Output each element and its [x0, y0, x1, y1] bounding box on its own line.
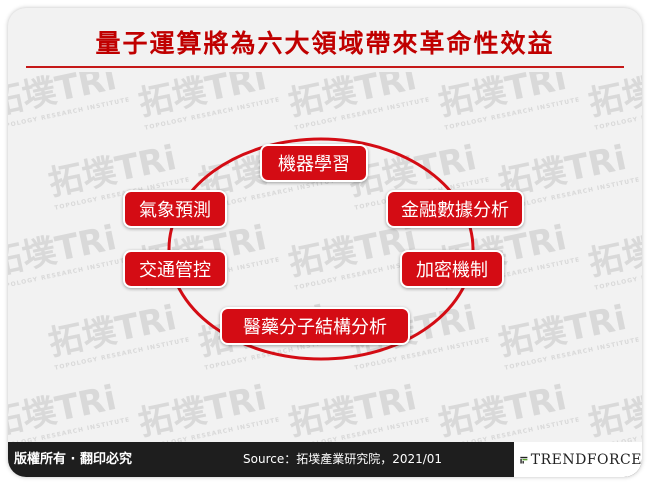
trendforce-logo: TRENDFORCE: [514, 442, 642, 477]
footer-bar: 版權所有 · 翻印必究 Source：拓墣產業研究院，2021/01 TREND…: [8, 442, 642, 477]
trendforce-mark-icon: [520, 456, 528, 464]
source-citation: Source：拓墣產業研究院，2021/01: [243, 452, 443, 466]
cycle-diagram: [167, 137, 475, 361]
node-weather-forecast: 氣象預測: [123, 190, 227, 228]
node-pharma-molecular-analysis: 醫藥分子結構分析: [220, 307, 410, 345]
node-traffic-control: 交通管控: [123, 250, 227, 288]
node-label: 醫藥分子結構分析: [243, 317, 387, 338]
page-title: 量子運算將為六大領域帶來革命性效益: [95, 29, 555, 58]
node-label: 機器學習: [278, 154, 350, 175]
node-machine-learning: 機器學習: [260, 144, 368, 182]
node-encryption: 加密機制: [400, 250, 504, 288]
title-divider: [26, 66, 624, 68]
node-financial-data-analysis: 金融數據分析: [386, 190, 524, 228]
cycle-ring: [167, 137, 475, 361]
node-label: 交通管控: [139, 260, 211, 281]
node-label: 金融數據分析: [401, 200, 509, 221]
brand-name: TRENDFORCE: [530, 451, 642, 468]
node-label: 加密機制: [416, 260, 488, 281]
node-label: 氣象預測: [139, 200, 211, 221]
copyright-notice: 版權所有 · 翻印必究: [14, 452, 132, 467]
